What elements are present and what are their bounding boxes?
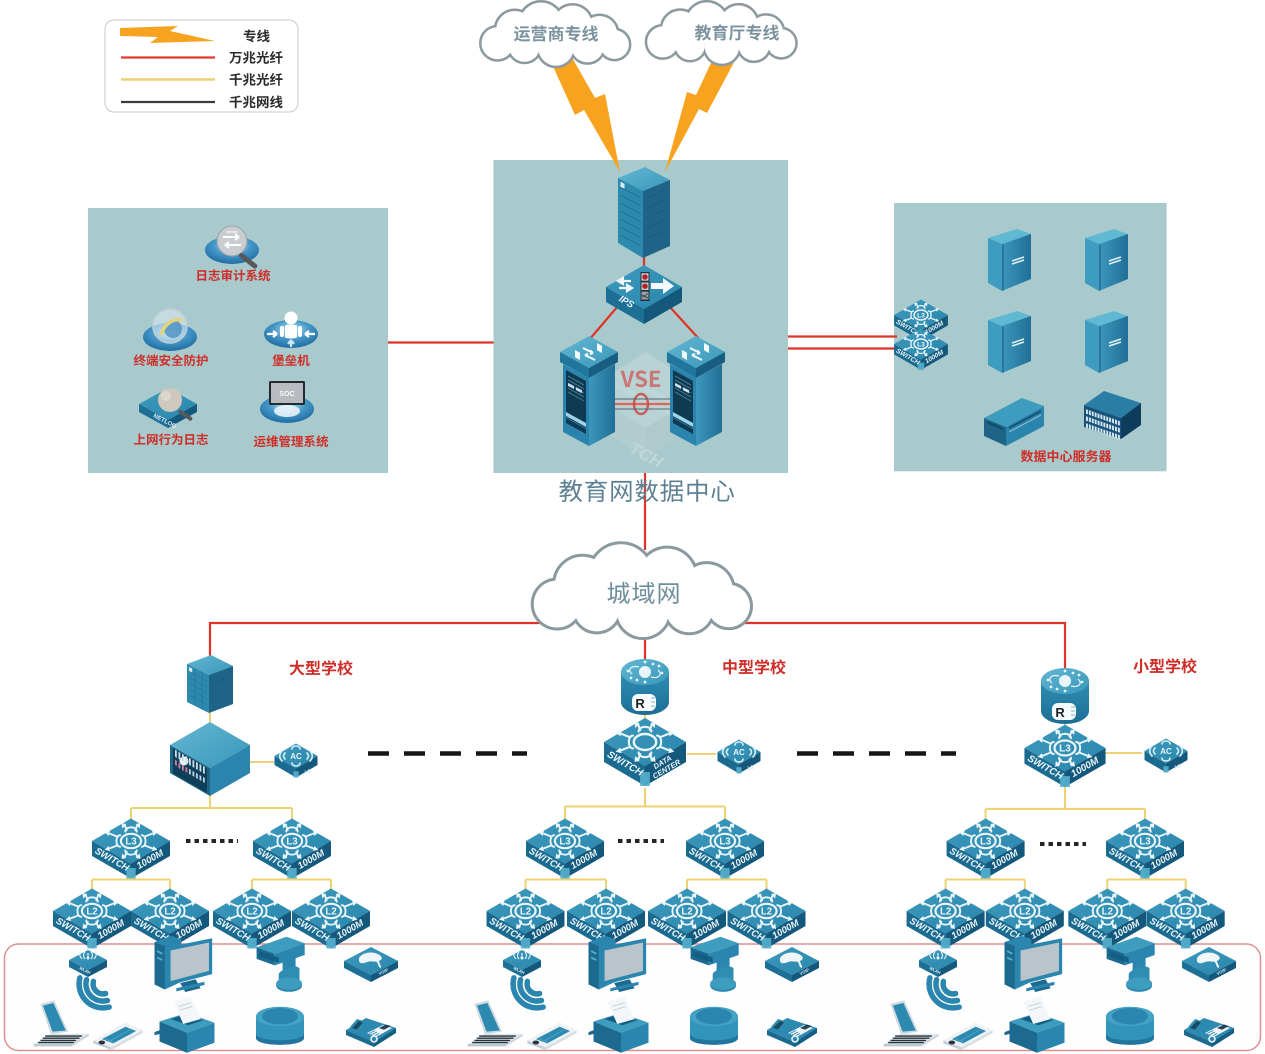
svg-text:SOC: SOC [279,391,294,398]
